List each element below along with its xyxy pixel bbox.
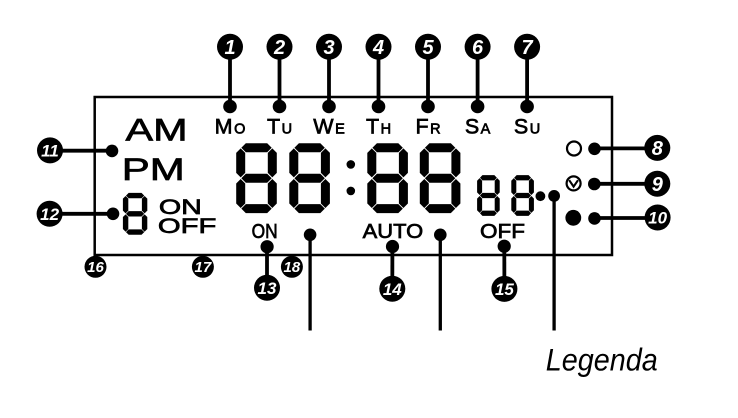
svg-text:5: 5 (422, 37, 434, 59)
svg-text:2: 2 (273, 37, 285, 59)
svg-text:16: 16 (87, 259, 104, 276)
svg-text:11: 11 (41, 142, 59, 161)
svg-text:15: 15 (495, 280, 514, 299)
svg-text:Legenda: Legenda (546, 342, 658, 378)
svg-text:PM: PM (122, 151, 185, 187)
svg-text:TH: TH (366, 115, 391, 139)
svg-text:MO: MO (215, 115, 246, 139)
svg-text:1: 1 (224, 37, 235, 59)
svg-text:OFF: OFF (158, 214, 217, 238)
svg-text:12: 12 (40, 205, 59, 224)
svg-text:SU: SU (514, 115, 540, 139)
svg-text:AUTO: AUTO (363, 221, 424, 243)
svg-text:WE: WE (313, 115, 345, 139)
svg-text:13: 13 (258, 279, 277, 298)
svg-text:7: 7 (522, 37, 534, 59)
svg-text:TU: TU (267, 115, 292, 139)
svg-text:9: 9 (652, 174, 664, 196)
svg-text:ON: ON (252, 221, 278, 243)
svg-text:17: 17 (195, 259, 212, 276)
svg-text:SA: SA (465, 115, 491, 139)
svg-text:14: 14 (383, 280, 402, 299)
svg-text:FR: FR (415, 115, 440, 139)
svg-text:AM: AM (126, 112, 188, 148)
svg-text:4: 4 (372, 37, 384, 59)
svg-text:18: 18 (284, 259, 301, 276)
svg-text:8: 8 (652, 138, 664, 160)
svg-text:OFF: OFF (480, 221, 525, 243)
svg-text:10: 10 (648, 209, 667, 228)
svg-text:ON: ON (159, 195, 202, 219)
svg-text:3: 3 (323, 37, 334, 59)
svg-text:6: 6 (472, 37, 484, 59)
